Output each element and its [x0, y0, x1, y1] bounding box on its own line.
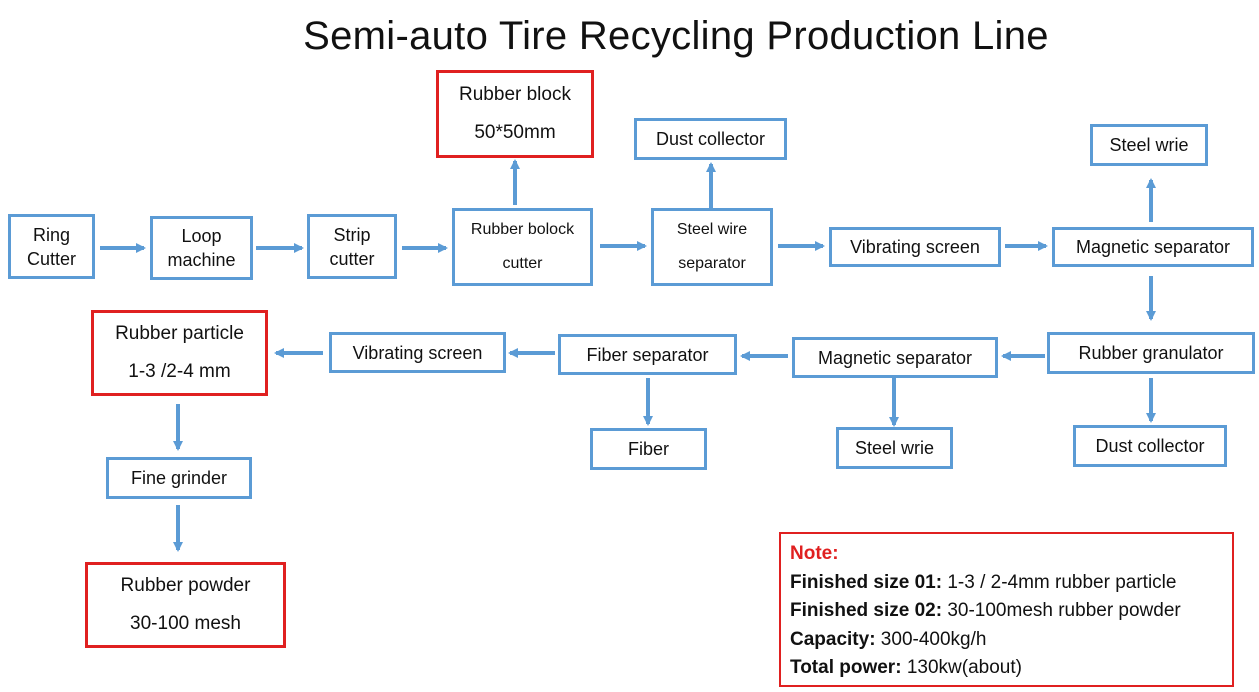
note-value: 1-3 / 2-4mm rubber particle — [942, 571, 1177, 593]
dust-collector-1-label: Dust collector — [655, 129, 766, 149]
note-line-power: Total power: 130kw(about) — [790, 654, 1223, 683]
rubber-block-output-box: Rubber block 50*50mm — [436, 70, 594, 158]
fiber-box: Fiber — [590, 428, 707, 470]
steel-wire-1-box: Steel wrie — [1090, 124, 1208, 166]
magnetic-separator-2-box: Magnetic separator — [792, 337, 998, 378]
steel-wire-2-box: Steel wrie — [836, 427, 953, 469]
fiber-label: Fiber — [627, 439, 669, 459]
steel-wire-separator-line2: separator — [678, 255, 746, 272]
rubber-granulator-label: Rubber granulator — [1078, 343, 1224, 363]
magnetic-separator-1-label: Magnetic separator — [1075, 237, 1231, 257]
dust-collector-2-box: Dust collector — [1073, 425, 1227, 467]
vibrating-screen-2-box: Vibrating screen — [329, 332, 506, 373]
note-label: Capacity: — [790, 628, 876, 650]
fine-grinder-label: Fine grinder — [130, 468, 228, 488]
fine-grinder-box: Fine grinder — [106, 457, 252, 499]
fiber-separator-box: Fiber separator — [558, 334, 737, 375]
magnetic-separator-1-box: Magnetic separator — [1052, 227, 1254, 267]
rubber-block-cutter-line2: cutter — [502, 255, 543, 272]
loop-machine-box: Loop machine — [150, 216, 253, 280]
rubber-block-cutter-box: Rubber bolock cutter — [452, 208, 593, 286]
loop-machine-line2: machine — [167, 250, 236, 270]
steel-wire-separator-box: Steel wire separator — [651, 208, 773, 286]
strip-cutter-line1: Strip — [333, 224, 371, 245]
magnetic-separator-2-label: Magnetic separator — [817, 347, 973, 368]
rubber-granulator-box: Rubber granulator — [1047, 332, 1255, 374]
note-label: Total power: — [790, 657, 902, 678]
ring-cutter-line2: Cutter — [26, 248, 77, 269]
note-box: Note: Finished size 01: 1-3 / 2-4mm rubb… — [779, 532, 1234, 687]
diagram-title: Semi-auto Tire Recycling Production Line — [303, 14, 1049, 58]
note-line-size-01: Finished size 01: 1-3 / 2-4mm rubber par… — [790, 569, 1223, 598]
vibrating-screen-2-label: Vibrating screen — [352, 342, 483, 363]
note-value: 130kw(about) — [901, 657, 1022, 678]
ring-cutter-line1: Ring — [32, 224, 71, 245]
fiber-separator-label: Fiber separator — [586, 344, 709, 365]
note-line-size-02: Finished size 02: 30-100mesh rubber powd… — [790, 597, 1223, 626]
vibrating-screen-1-label: Vibrating screen — [850, 237, 980, 257]
rubber-particle-output-box: Rubber particle 1-3 /2-4 mm — [91, 310, 268, 396]
rubber-particle-output-line1: Rubber particle — [115, 323, 244, 344]
steel-wire-2-label: Steel wrie — [854, 438, 935, 458]
note-label: Finished size 02: — [790, 600, 943, 621]
strip-cutter-line2: cutter — [329, 248, 375, 269]
rubber-particle-output-line2: 1-3 /2-4 mm — [128, 361, 231, 382]
rubber-block-cutter-line1: Rubber bolock — [470, 221, 575, 238]
rubber-powder-output-line2: 30-100 mesh — [130, 613, 241, 634]
note-value: 30-100mesh rubber powder — [942, 600, 1181, 621]
steel-wire-separator-line1: Steel wire — [676, 221, 748, 238]
note-heading: Note: — [790, 543, 839, 564]
note-line-capacity: Capacity: 300-400kg/h — [790, 626, 1223, 655]
note-label: Finished size 01: — [790, 571, 943, 593]
rubber-block-output-line1: Rubber block — [459, 84, 571, 105]
rubber-block-output-line2: 50*50mm — [474, 122, 556, 143]
loop-machine-line1: Loop — [181, 226, 222, 246]
rubber-powder-output-line1: Rubber powder — [120, 575, 251, 596]
rubber-powder-output-box: Rubber powder 30-100 mesh — [85, 562, 286, 648]
steel-wire-1-label: Steel wrie — [1109, 135, 1189, 155]
ring-cutter-box: Ring Cutter — [8, 214, 95, 279]
note-value: 300-400kg/h — [875, 628, 987, 650]
strip-cutter-box: Strip cutter — [307, 214, 397, 279]
vibrating-screen-1-box: Vibrating screen — [829, 227, 1001, 267]
dust-collector-1-box: Dust collector — [634, 118, 787, 160]
dust-collector-2-label: Dust collector — [1095, 436, 1205, 456]
